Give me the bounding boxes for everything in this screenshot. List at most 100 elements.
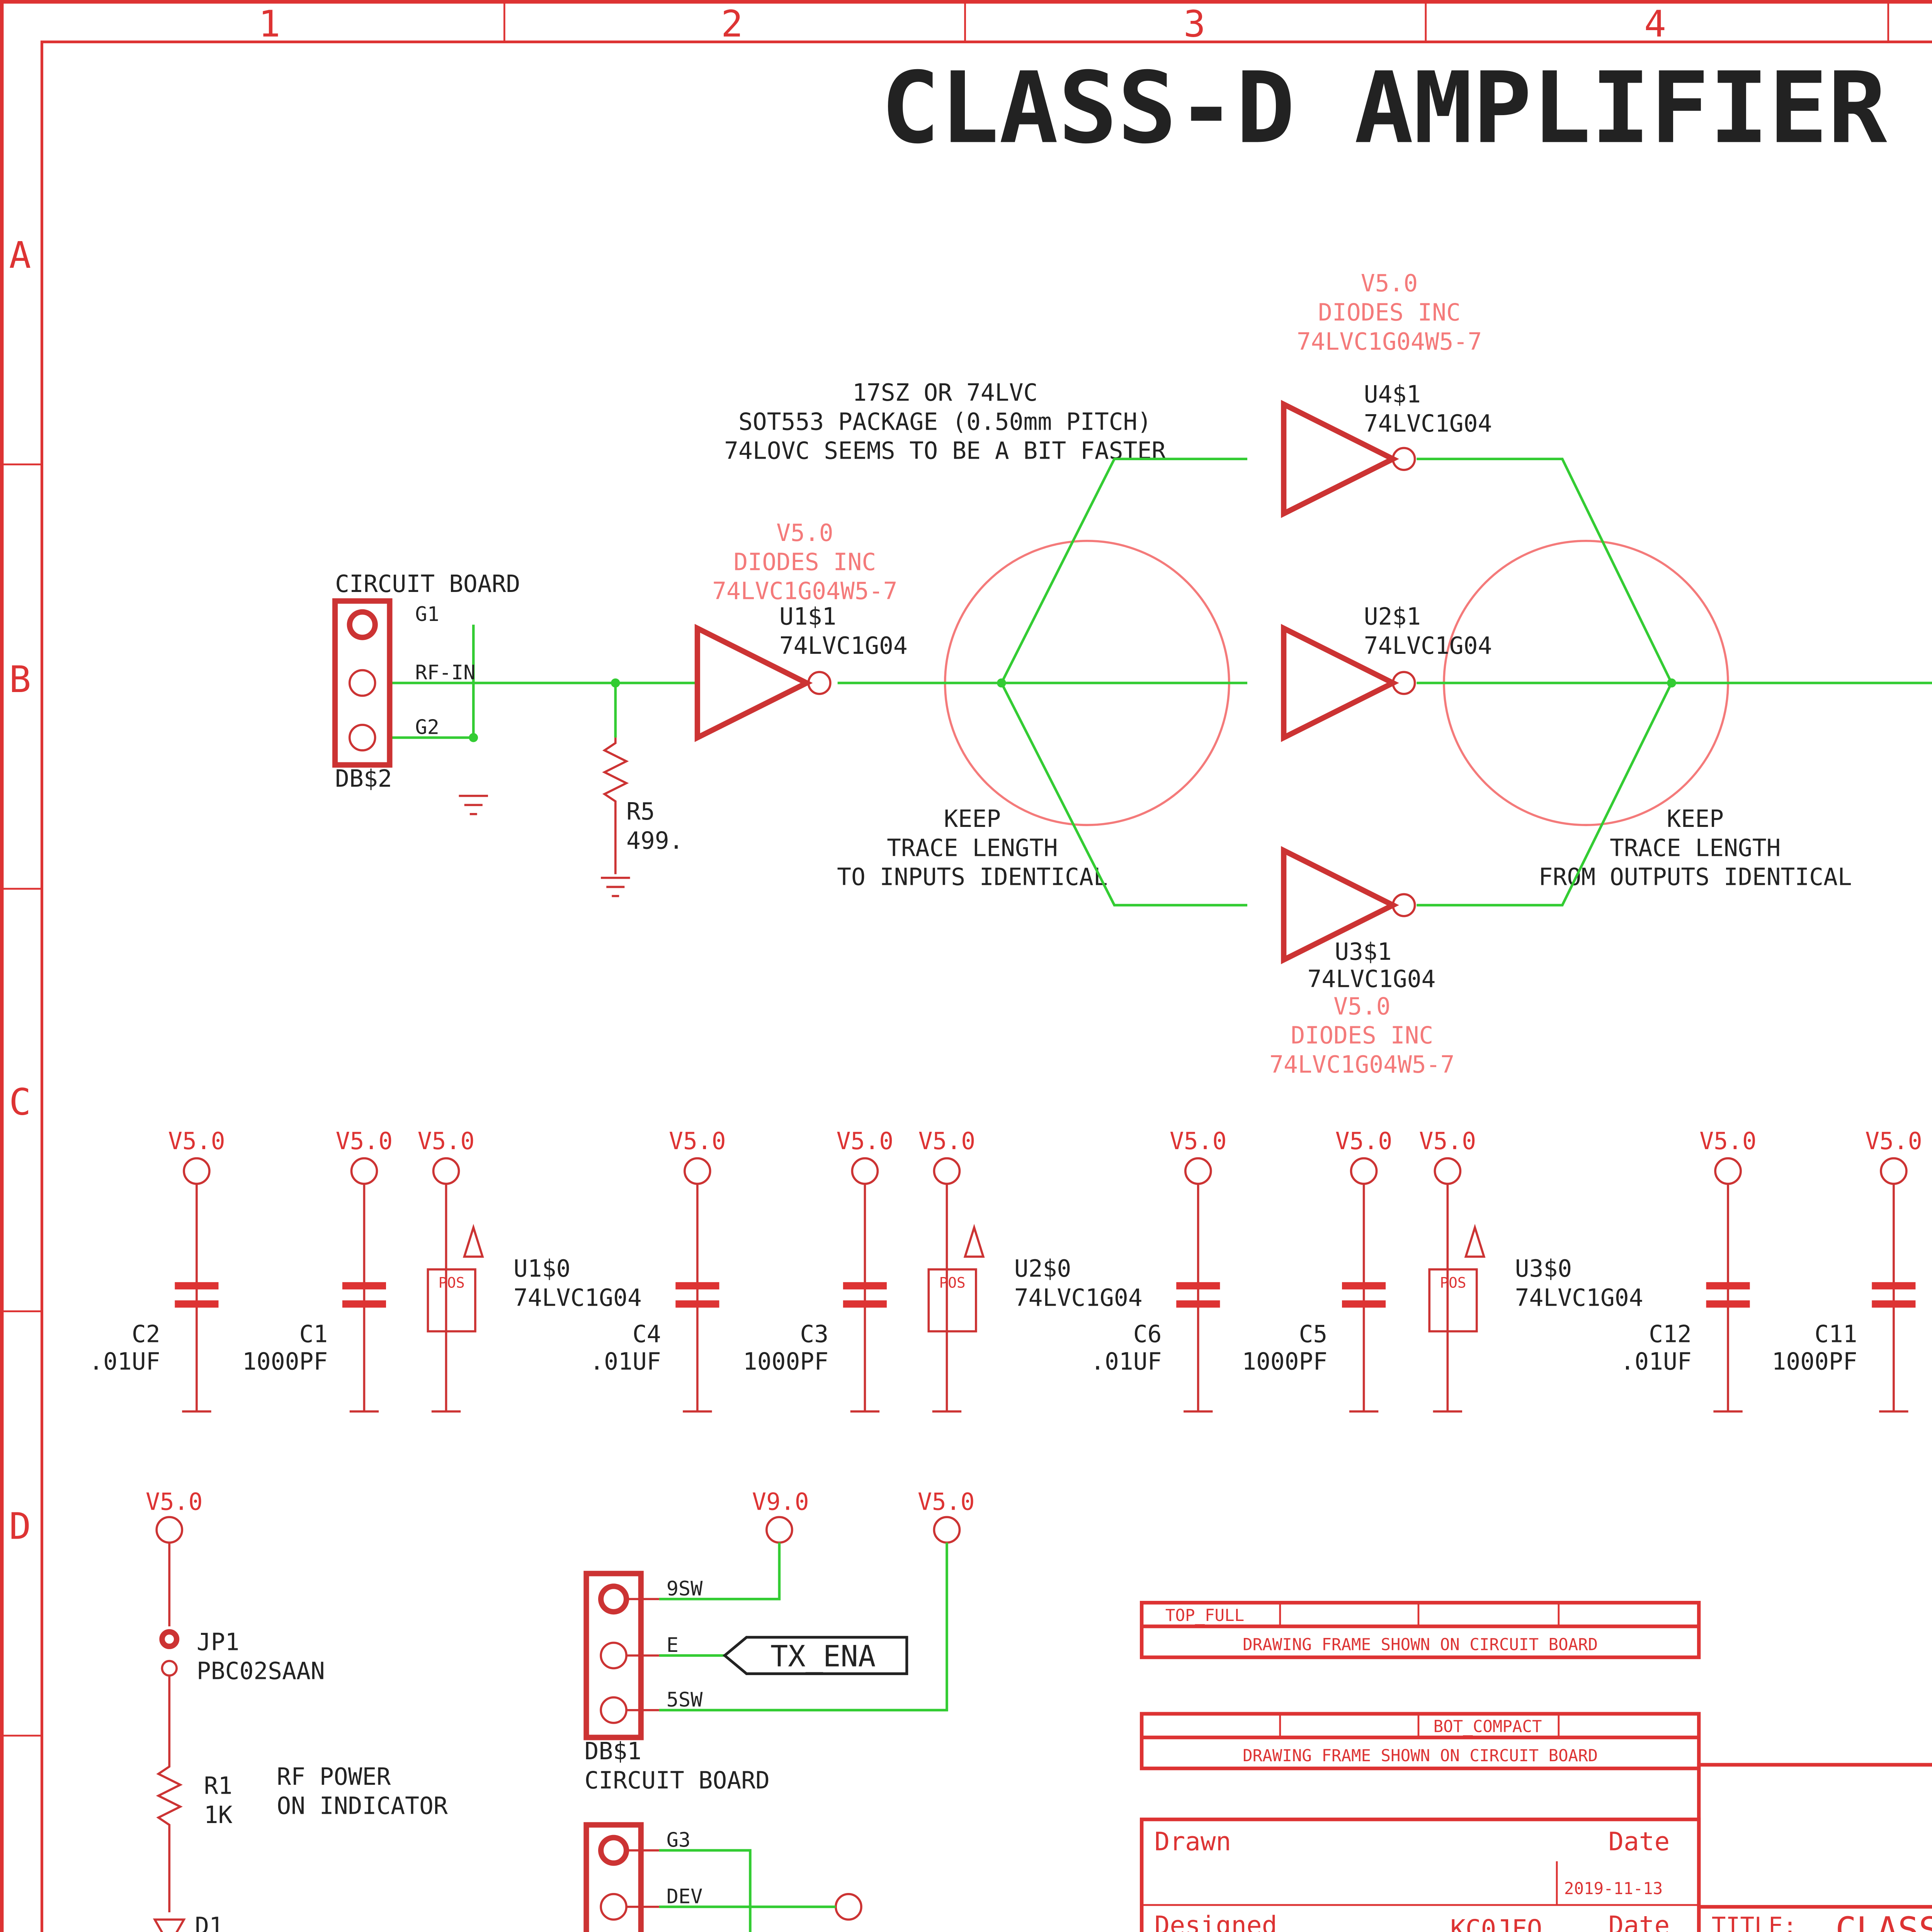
row-label: A bbox=[9, 235, 31, 277]
pin-label: DEV bbox=[667, 1885, 703, 1908]
db2-title: CIRCUIT BOARD bbox=[335, 570, 520, 598]
inverter-bubble bbox=[807, 671, 832, 695]
keep-note: TO INPUTS IDENTICAL bbox=[837, 864, 1108, 891]
capacitor-plate bbox=[675, 1282, 719, 1290]
supply-port bbox=[350, 1157, 378, 1185]
ic-name: U3$0 bbox=[1515, 1255, 1572, 1282]
capacitor-name: C4 bbox=[633, 1321, 661, 1348]
drawing-title: CLASS D AMP/3 bbox=[1835, 1910, 1932, 1932]
capacitor-value: 1000PF bbox=[1242, 1348, 1327, 1375]
supply-label: V5.0 bbox=[1865, 1128, 1922, 1155]
column-label: 4 bbox=[1644, 3, 1666, 45]
jp1-supply: V5.0 bbox=[146, 1488, 203, 1515]
r1-value: 1K bbox=[204, 1801, 233, 1829]
supply-label: V5.0 bbox=[168, 1128, 225, 1155]
supply-label: V5.0 bbox=[1170, 1128, 1227, 1155]
pos-label: POS bbox=[939, 1274, 966, 1291]
rf-power-note: ON INDICATOR bbox=[277, 1792, 448, 1820]
inverter-symbols bbox=[694, 400, 1399, 964]
jp1-name: JP1 bbox=[197, 1628, 240, 1656]
capacitor-name: C3 bbox=[800, 1321, 828, 1348]
ground-symbols bbox=[459, 794, 630, 897]
u4-supply: V5.0 bbox=[1361, 270, 1418, 297]
supply-label: V5.0 bbox=[837, 1128, 894, 1155]
d1-name: D1 bbox=[195, 1913, 223, 1932]
tx-ena-label: TX_ENA bbox=[770, 1639, 876, 1673]
note-line: 74LOVC SEEMS TO BE A BIT FASTER bbox=[724, 437, 1166, 465]
u3-mfr: DIODES INC bbox=[1291, 1022, 1433, 1049]
capacitor-name: C5 bbox=[1299, 1321, 1328, 1348]
inner-border bbox=[40, 40, 1932, 1932]
power-arrow-icon bbox=[1464, 1224, 1486, 1258]
supply-port bbox=[1880, 1157, 1908, 1185]
capacitor-plate bbox=[342, 1300, 386, 1308]
bottom-frame-box: BOT_COMPACT DRAWING FRAME SHOWN ON CIRCU… bbox=[1139, 1712, 1701, 1770]
u1-value: 74LVC1G04 bbox=[779, 632, 908, 660]
supply-label: V5.0 bbox=[336, 1128, 393, 1155]
capacitor-plate bbox=[342, 1282, 386, 1290]
supply-label: V5.0 bbox=[418, 1128, 475, 1155]
capacitor-plate bbox=[1872, 1300, 1916, 1308]
capacitor-value: 1000PF bbox=[242, 1348, 328, 1375]
v5-supply: V5.0 bbox=[918, 1488, 975, 1515]
top-frame-label: TOP_FULL bbox=[1165, 1606, 1244, 1625]
drawn-label: Drawn bbox=[1155, 1827, 1231, 1857]
u4-name: U4$1 bbox=[1364, 381, 1421, 408]
capacitor-value: .01UF bbox=[89, 1348, 160, 1375]
frame-caption: DRAWING FRAME SHOWN ON CIRCUIT BOARD bbox=[1243, 1635, 1598, 1654]
capacitor-value: .01UF bbox=[1090, 1348, 1162, 1375]
supply-port bbox=[1350, 1157, 1378, 1185]
drawn-date: 2019-11-13 bbox=[1564, 1879, 1663, 1898]
note-line: 17SZ OR 74LVC bbox=[852, 379, 1037, 406]
column-label: 3 bbox=[1184, 3, 1206, 45]
u1-name: U1$1 bbox=[779, 603, 837, 631]
pin-label: 5SW bbox=[667, 1688, 703, 1711]
supply-label: V5.0 bbox=[669, 1128, 726, 1155]
sheet-title: CLASS-D AMPLIFIER bbox=[881, 51, 1887, 166]
top-frame-box: TOP_FULL DRAWING FRAME SHOWN ON CIRCUIT … bbox=[1139, 1601, 1701, 1659]
indicator-chain bbox=[153, 1516, 186, 1932]
db1-title: CIRCUIT BOARD bbox=[585, 1767, 770, 1794]
capacitor-plate bbox=[1706, 1282, 1750, 1290]
junction-dots bbox=[469, 678, 1676, 742]
power-arrow-icon bbox=[963, 1224, 985, 1258]
row-label: E bbox=[9, 1928, 31, 1932]
supply-port bbox=[1714, 1157, 1742, 1185]
pin-label: G3 bbox=[667, 1828, 690, 1852]
designed-label: Designed bbox=[1155, 1911, 1277, 1932]
row-label: D bbox=[9, 1506, 31, 1548]
date-label: Date bbox=[1608, 1911, 1670, 1932]
decoupling-section: V5.0C2.01UFV5.0C11000PFV5.0POSU1$074LVC1… bbox=[89, 1128, 1922, 1413]
power-arrow-icon bbox=[463, 1224, 484, 1258]
capacitor-value: .01UF bbox=[590, 1348, 661, 1375]
r5-name: R5 bbox=[626, 798, 655, 825]
ic-value: 74LVC1G04 bbox=[514, 1284, 642, 1311]
supply-port bbox=[183, 1157, 211, 1185]
pos-label: POS bbox=[1440, 1274, 1466, 1291]
drawn-by: KC0JFQ bbox=[1450, 1914, 1542, 1932]
u1-mfr: DIODES INC bbox=[734, 548, 876, 576]
pin-label: G1 bbox=[415, 603, 439, 626]
supply-label: V5.0 bbox=[1335, 1128, 1393, 1155]
ic-power-symbol bbox=[1428, 1268, 1478, 1333]
r5-value: 499. bbox=[626, 827, 684, 854]
u3-value: 74LVC1G04 bbox=[1307, 966, 1435, 993]
ic-value: 74LVC1G04 bbox=[1515, 1284, 1643, 1311]
pin-label: G2 bbox=[415, 716, 439, 739]
keep-note: KEEP bbox=[1667, 805, 1724, 833]
capacitor-plate bbox=[1342, 1300, 1386, 1308]
ic-power-symbol bbox=[427, 1268, 476, 1333]
capacitor-plate bbox=[843, 1282, 887, 1290]
ic-name: U2$0 bbox=[1014, 1255, 1071, 1282]
title-label: TITLE: bbox=[1712, 1913, 1797, 1932]
capacitor-plate bbox=[675, 1300, 719, 1308]
db2-name: DB$2 bbox=[335, 765, 392, 793]
capacitor-name: C1 bbox=[299, 1321, 328, 1348]
u3-mpn: 74LVC1G04W5-7 bbox=[1269, 1051, 1454, 1078]
capacitor-plate bbox=[1176, 1300, 1220, 1308]
pos-label: POS bbox=[439, 1274, 465, 1291]
supply-port bbox=[851, 1157, 879, 1185]
u1-mpn: 74LVC1G04W5-7 bbox=[712, 578, 897, 605]
